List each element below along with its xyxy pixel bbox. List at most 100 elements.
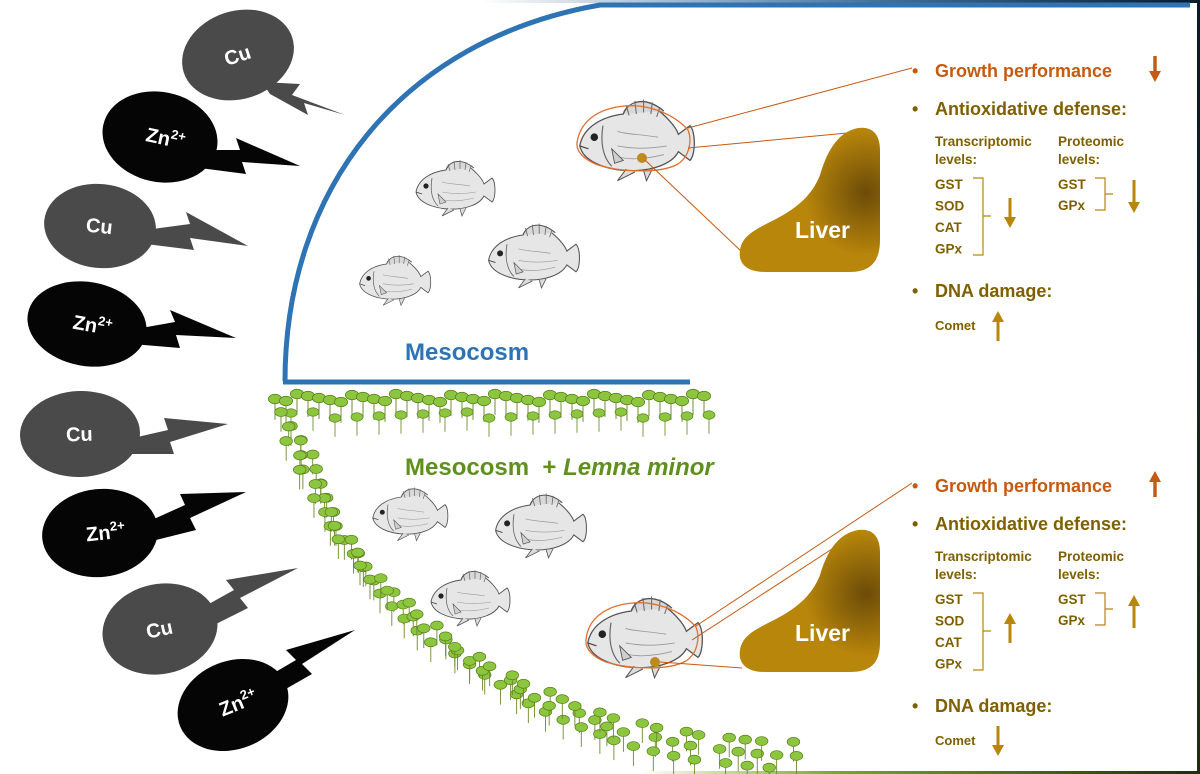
lemna-leaf-icon (635, 718, 649, 743)
fish-icon (430, 569, 511, 627)
bubble-body (44, 183, 156, 269)
lemna-leaf-icon (649, 722, 664, 748)
lemna-leaf-icon (374, 573, 388, 598)
lemna-leaf-icon (680, 411, 694, 435)
lemna-leaf-icon (754, 736, 769, 761)
results-panel-mesocosm: •Growth performance•Antioxidative defens… (912, 56, 1161, 341)
bubble-body (182, 9, 294, 101)
bubble-body (27, 281, 147, 367)
lemna-leaf-icon (568, 701, 582, 726)
liver-label-bottom: Liver (795, 620, 850, 646)
bullet: • (912, 476, 918, 496)
lemna-leaf-icon (516, 678, 531, 704)
bubble-tail (200, 138, 300, 174)
lemna-leaf-icon (399, 390, 415, 417)
antioxidative-defense-label: Antioxidative defense: (935, 99, 1127, 119)
transcriptomic-label: Transcriptomic (935, 134, 1032, 149)
arrow-up-icon (1149, 471, 1161, 497)
lemna-leaf-icon (556, 714, 570, 740)
lemna-leaf-icon (520, 394, 536, 421)
lemna-leaf-icon (328, 413, 342, 437)
lemna-leaf-icon (306, 407, 320, 431)
arrow-up-icon (1128, 595, 1140, 628)
gene-label: SOD (935, 614, 965, 629)
lemna-leaf-icon (438, 408, 452, 432)
gene-label: CAT (935, 220, 962, 235)
bullet: • (912, 281, 918, 301)
lemna-leaf-icon (658, 412, 672, 436)
lemna-leaf-icon (487, 388, 503, 415)
lemna-leaf-icon (593, 707, 607, 733)
highlighted-fish-top (576, 98, 696, 182)
gene-label: SOD (935, 199, 965, 214)
pollutant-bubble: Cu (20, 390, 228, 478)
lemna-leaf-icon (463, 655, 477, 681)
pollutant-bubble: Zn2+ (27, 281, 236, 367)
gene-label: GST (1058, 177, 1087, 192)
mesocosm-lemna-label: Mesocosm + Lemna minor (405, 454, 715, 481)
lemna-leaf-icon (300, 390, 316, 417)
gene-label: GPx (935, 657, 963, 672)
gene-label: GPx (1058, 198, 1086, 213)
bullet: • (912, 514, 918, 534)
lemna-leaf-icon (372, 411, 386, 435)
lemna-leaf-icon (575, 395, 591, 422)
comet-label: Comet (935, 318, 976, 333)
lemna-leaf-icon (762, 762, 776, 774)
bullet: • (912, 696, 918, 716)
bubble-tail (262, 630, 355, 698)
liver-shape-top (739, 127, 880, 272)
fish-icon (579, 98, 696, 182)
lemna-leaf-icon (722, 732, 736, 758)
results-panel-lemna: •Growth performance•Antioxidative defens… (912, 471, 1161, 756)
growth-performance-label: Growth performance (935, 61, 1112, 81)
lemna-leaf-icon (592, 408, 606, 432)
lemna-leaf-icon (509, 392, 525, 419)
bracket (973, 592, 991, 671)
lemna-leaf-icon (718, 758, 733, 774)
arrow-down-icon (992, 726, 1004, 756)
lemna-leaf-icon (614, 407, 628, 431)
copper-label: Cu (144, 617, 175, 644)
lemna-leaf-icon (646, 746, 660, 771)
lemna-leaf-icon (616, 727, 631, 752)
proteomic-label: Proteomic (1058, 549, 1125, 564)
lemna-leaf-icon (606, 713, 621, 738)
lemna-leaf-icon (666, 750, 681, 774)
lemna-leaf-icon (548, 410, 562, 434)
highlighted-fish-bottom (585, 595, 704, 679)
lemna-leaf-icon (769, 750, 784, 774)
proteomic-label: levels: (1058, 567, 1100, 582)
bracket (1095, 177, 1113, 211)
bubble-element-symbol: Cu (144, 617, 175, 644)
lemna-leaf-icon (410, 609, 424, 635)
bubble-body (102, 583, 218, 675)
fish-icon (587, 595, 704, 679)
lemna-leaf-icon (402, 597, 416, 623)
lemna-leaf-icon (663, 393, 679, 420)
transcriptomic-label: levels: (935, 567, 977, 582)
lemna-leaf-icon (377, 395, 393, 422)
lemna-leaf-icon (504, 412, 518, 436)
lemna-leaf-icon (331, 534, 345, 560)
proteomic-label: levels: (1058, 152, 1100, 167)
lemna-leaf-icon (531, 396, 547, 423)
liver-shape-bottom (739, 529, 880, 672)
lemna-leaf-icon (636, 413, 650, 437)
bubble-tail (262, 82, 345, 115)
lemna-leaf-icon (685, 388, 701, 415)
lemna-leaf-icon (505, 670, 519, 696)
lemna-leaf-icon (542, 700, 556, 726)
gene-label: GST (935, 592, 964, 607)
bubble-tail (145, 492, 246, 542)
bracket (973, 177, 991, 256)
lemna-leaf-icon (619, 394, 635, 421)
lemna-leaf-icon (789, 750, 804, 774)
arrow-down-icon (1128, 180, 1140, 213)
pollutant-bubble: Cu (44, 183, 248, 269)
bubble-element-symbol: Cu (85, 215, 114, 240)
fish-icon (415, 159, 496, 217)
lemna-leaf-icon (307, 493, 321, 518)
lemna-leaf-icon (527, 692, 542, 718)
lemna-leaf-icon (574, 722, 588, 747)
